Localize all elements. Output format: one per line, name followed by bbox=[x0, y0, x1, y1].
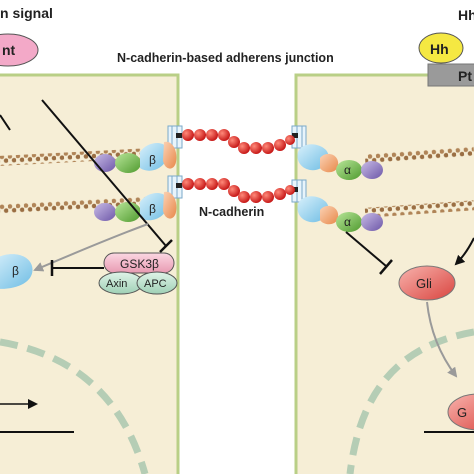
gli-target-label: G bbox=[457, 405, 467, 420]
membrane-anchor-left-bottom bbox=[167, 175, 183, 199]
wnt-label: nt bbox=[2, 42, 16, 58]
beta-catenin-label-top: β bbox=[149, 153, 156, 167]
ptc-label: Pt bbox=[458, 68, 472, 84]
alpha-gli-inhibition-bar bbox=[379, 259, 393, 275]
beta-release-arrow bbox=[33, 223, 149, 272]
alpha-catenin-label-bottom: α bbox=[344, 215, 351, 229]
gli-protein bbox=[398, 265, 456, 301]
hh-gli-arrow bbox=[454, 237, 474, 266]
right-actin-filaments bbox=[364, 146, 474, 218]
apc-label: APC bbox=[144, 278, 167, 290]
gli-target-product bbox=[447, 393, 474, 431]
left-nucleus-membrane bbox=[0, 338, 149, 474]
left-complex-top bbox=[94, 141, 177, 173]
diagram-title: N-cadherin-based adherens junction bbox=[117, 51, 334, 65]
left-edge-line bbox=[0, 114, 11, 131]
axin-label: Axin bbox=[106, 278, 127, 290]
right-complex-top bbox=[297, 144, 383, 180]
n-cadherin-label: N-cadherin bbox=[199, 205, 264, 219]
alpha-gli-inhibition-line bbox=[345, 231, 387, 267]
hh-ligand bbox=[418, 32, 464, 64]
n-cadherin-chain-top bbox=[182, 129, 295, 154]
membrane-anchor-right-top bbox=[291, 125, 307, 149]
right-nucleus-membrane bbox=[346, 328, 474, 474]
beta-catenin-label-bottom: β bbox=[149, 202, 156, 216]
free-beta-catenin bbox=[0, 254, 33, 289]
gli-nuclear-arrow bbox=[426, 301, 458, 378]
gsk3b-label: GSK3β bbox=[120, 257, 159, 271]
wnt-ligand bbox=[0, 33, 39, 67]
n-cadherin-chain-bottom bbox=[182, 178, 295, 203]
left-complex-bottom bbox=[94, 191, 177, 222]
gli-label: Gli bbox=[416, 276, 432, 291]
right-header: Hh bbox=[458, 7, 474, 23]
wnt-inhibition-bar bbox=[159, 239, 173, 253]
apc-protein bbox=[136, 271, 178, 295]
right-complex-bottom bbox=[297, 196, 383, 232]
free-beta-label: β bbox=[12, 264, 19, 278]
alpha-catenin-label-top: α bbox=[344, 163, 351, 177]
left-header: n signal bbox=[0, 5, 53, 21]
membrane-anchor-left-top bbox=[167, 125, 183, 149]
gsk3b-protein bbox=[103, 252, 175, 274]
hh-label: Hh bbox=[430, 41, 449, 57]
left-actin-filaments bbox=[0, 148, 151, 214]
wnt-inhibition-line bbox=[41, 99, 167, 247]
ptc-receptor bbox=[427, 63, 474, 87]
